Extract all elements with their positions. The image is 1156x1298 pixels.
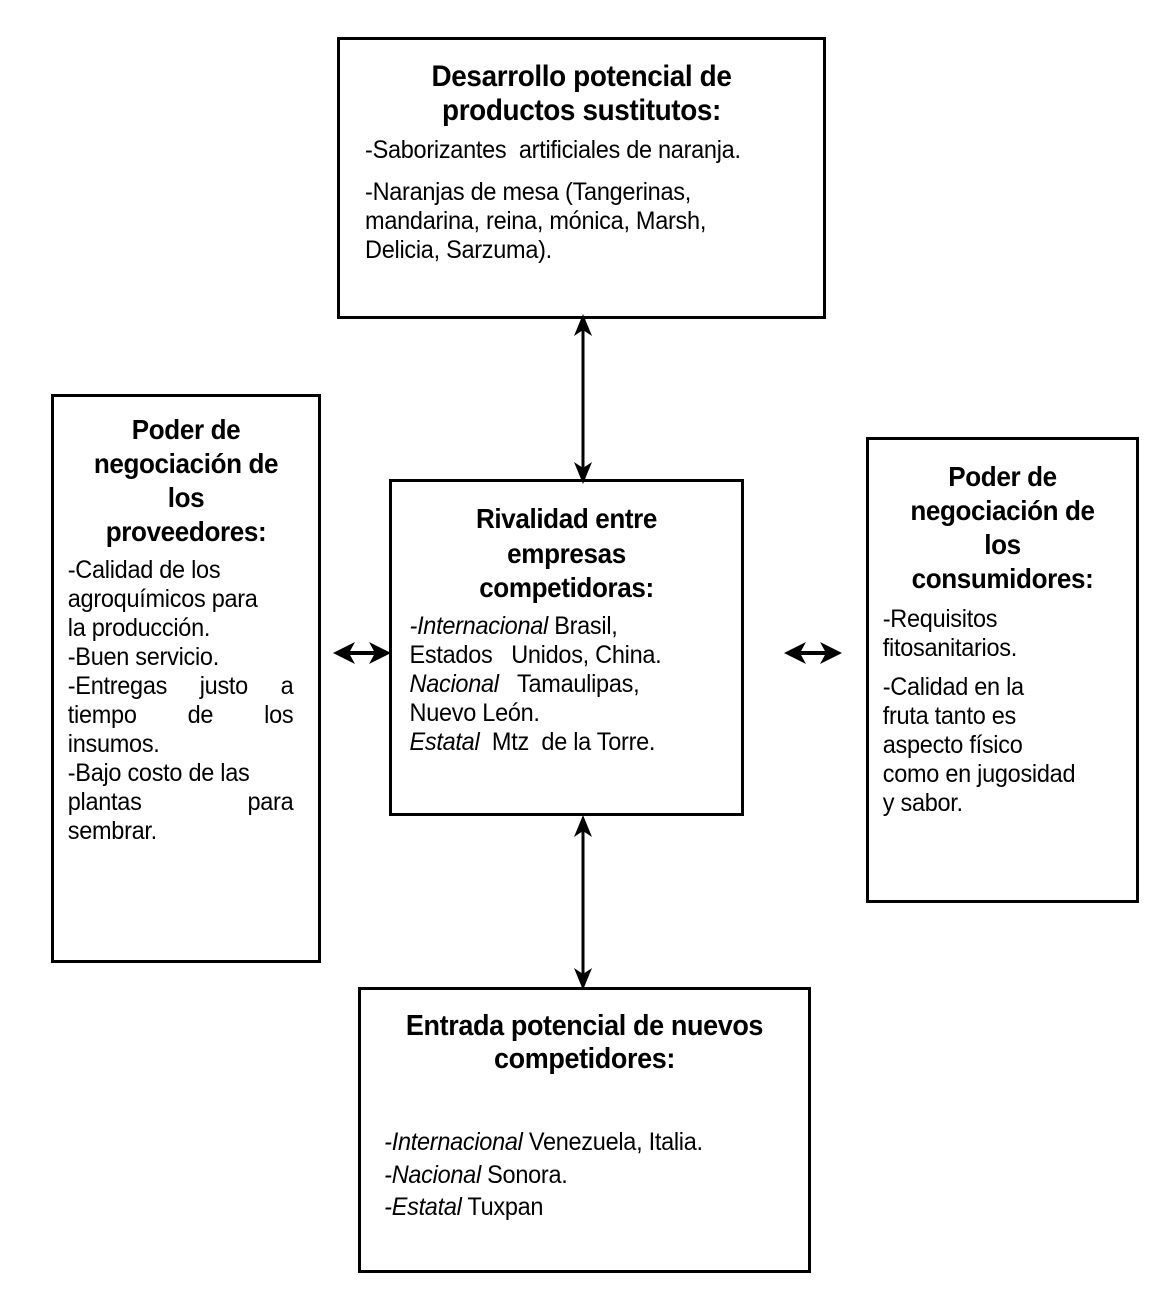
scope-label-internacional: -Internacional [409, 612, 549, 641]
box-supplier-bargaining-power-body: -Calidad de los agroquímicos para la pro… [64, 552, 294, 846]
title-line-4: consumidores: [911, 563, 1094, 595]
body-line: -Calidad de los [67, 555, 221, 584]
title-line-1: Poder de [131, 414, 241, 445]
body-line: tiempo de los [67, 700, 294, 729]
arrow-consumers-rivalry [784, 633, 842, 673]
body-line: la producción. [67, 613, 211, 642]
title-line-3: competidoras: [479, 572, 654, 604]
title-line-2: negociación de [93, 448, 279, 480]
box-competitive-rivalry-inner: Rivalidad entre empresas competidoras: -… [392, 482, 741, 757]
body-line: -Calidad en la [882, 672, 1024, 701]
body-line: fruta tanto es [882, 701, 1017, 730]
title-line-3: los [984, 529, 1021, 561]
body-line: insumos. [67, 729, 160, 758]
title-line-4: proveedores: [105, 516, 267, 548]
scope-value-internacional: Venezuela, Italia. [522, 1128, 703, 1157]
scope-value-internacional: Brasil, [547, 612, 618, 641]
title-line-3: los [167, 482, 205, 514]
arrow-substitutes-rivalry [570, 314, 596, 484]
scope-label-estatal: -Estatal [384, 1193, 462, 1222]
title-line-1: Poder de [948, 461, 1057, 492]
scope-value-nacional: Sonora. [480, 1160, 568, 1189]
box-consumer-bargaining-power-title: Poder de negociación de los consumidores… [888, 446, 1118, 597]
box-consumer-bargaining-power-body: -Requisitos fitosanitarios. -Calidad en … [879, 599, 1111, 818]
body-line: fitosanitarios. [882, 633, 1018, 662]
box-competitive-rivalry-body: -Internacional Brasil, Estados Unidos, C… [402, 608, 711, 757]
title-line-1: Entrada potencial de nuevos [405, 1010, 764, 1042]
body-line: plantas para [67, 787, 294, 816]
body-line: mandarina, reina, mónica, Marsh, [365, 207, 707, 236]
body-line: Estatal Mtz de la Torre. [410, 728, 712, 757]
box-new-entrants[interactable]: Entrada potencial de nuevos competidores… [358, 987, 811, 1273]
body-line: agroquímicos para [67, 584, 258, 613]
box-substitute-products-body: -Saborizantes artificiales de naranja. -… [350, 129, 785, 265]
double-arrow-horizontal-icon [784, 642, 842, 664]
body-line: Delicia, Sarzuma). [365, 236, 552, 265]
double-arrow-vertical-icon [574, 815, 592, 990]
scope-value-estatal: Tuxpan [461, 1193, 544, 1222]
scope-value-estatal: Mtz de la Torre. [479, 728, 656, 757]
title-line-2: competidores: [493, 1043, 676, 1076]
title-line-2: negociación de [910, 495, 1095, 527]
box-supplier-bargaining-power-title: Poder de negociación de los proveedores: [73, 403, 300, 550]
arrow-suppliers-rivalry [333, 633, 391, 673]
body-line: -Saborizantes artificiales de naranja. [365, 136, 741, 165]
body-line: y sabor. [882, 788, 963, 817]
body-line: Nacional Tamaulipas, [410, 670, 712, 699]
body-line: -Requisitos [882, 604, 998, 633]
body-line: sembrar. [67, 816, 157, 845]
scope-label-nacional: Nacional [409, 670, 499, 699]
body-line: como en jugosidad [882, 759, 1076, 788]
title-line-2: empresas [507, 537, 626, 569]
box-consumer-bargaining-power[interactable]: Poder de negociación de los consumidores… [866, 437, 1139, 903]
body-line: -Buen servicio. [67, 642, 219, 671]
body-line: -Naranjas de mesa (Tangerinas, [365, 178, 691, 207]
title-line-2: productos sustitutos: [442, 93, 721, 127]
box-supplier-bargaining-power[interactable]: Poder de negociación de los proveedores:… [51, 394, 321, 963]
body-line: aspecto físico [882, 730, 1023, 759]
scope-label-internacional: -Internacional [384, 1128, 523, 1157]
box-substitute-products-title: Desarrollo potencial de productos sustit… [366, 46, 797, 127]
body-line: -Bajo costo de las [67, 758, 250, 787]
double-arrow-vertical-icon [574, 314, 592, 484]
body-line: Nuevo León. [409, 699, 540, 728]
body-line: -Estatal Tuxpan [384, 1191, 772, 1224]
body-line: -Internacional Venezuela, Italia. [384, 1126, 772, 1159]
body-line: Estados Unidos, China. [409, 641, 662, 670]
body-line: -Nacional Sonora. [384, 1159, 772, 1192]
scope-value-nacional: Tamaulipas, [498, 670, 640, 699]
title-line-1: Desarrollo potencial de [431, 60, 732, 93]
body-line: -Entregas justo a [67, 671, 294, 700]
scope-label-nacional: -Nacional [384, 1160, 481, 1189]
box-substitute-products[interactable]: Desarrollo potencial de productos sustit… [337, 37, 826, 319]
box-supplier-bargaining-power-inner: Poder de negociación de los proveedores:… [54, 397, 318, 846]
title-line-1: Rivalidad entre [475, 503, 658, 534]
box-consumer-bargaining-power-inner: Poder de negociación de los consumidores… [869, 440, 1136, 818]
box-substitute-products-inner: Desarrollo potencial de productos sustit… [340, 40, 823, 265]
box-new-entrants-title: Entrada potencial de nuevos competidores… [386, 996, 783, 1076]
double-arrow-horizontal-icon [333, 642, 391, 664]
box-new-entrants-body: -Internacional Venezuela, Italia. -Nacio… [371, 1078, 772, 1224]
arrow-entrants-rivalry [570, 815, 596, 990]
body-line: -Internacional Brasil, [410, 612, 712, 641]
box-competitive-rivalry[interactable]: Rivalidad entre empresas competidoras: -… [389, 479, 744, 816]
box-new-entrants-inner: Entrada potencial de nuevos competidores… [361, 990, 808, 1224]
scope-label-estatal: Estatal [409, 728, 480, 757]
box-competitive-rivalry-title: Rivalidad entre empresas competidoras: [414, 488, 720, 606]
